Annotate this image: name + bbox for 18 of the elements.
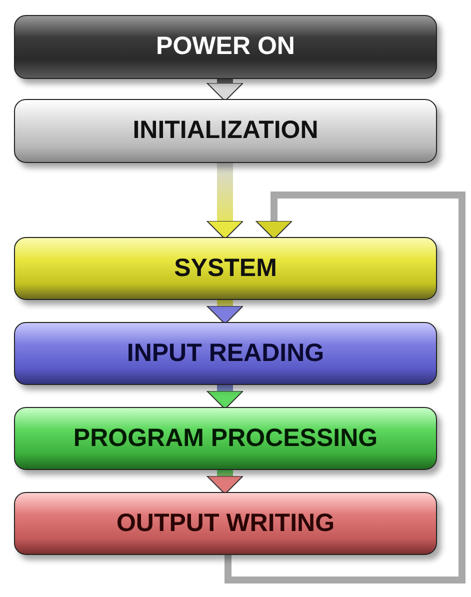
flow-arrow xyxy=(206,385,244,410)
flow-arrow xyxy=(206,300,244,324)
process-bar xyxy=(14,15,437,79)
process-bar xyxy=(14,492,437,555)
step-label: INPUT READING xyxy=(126,338,324,369)
step-label: INITIALIZATION xyxy=(132,115,318,146)
flow-arrow xyxy=(206,470,244,494)
flow-arrow xyxy=(206,163,244,240)
step-label: SYSTEM xyxy=(174,252,277,284)
process-bar xyxy=(14,237,437,300)
step-label: OUTPUT WRITING xyxy=(116,508,335,539)
feedback-arrow xyxy=(224,192,466,584)
process-bar xyxy=(14,322,437,385)
step-label: PROGRAM PROCESSING xyxy=(73,422,378,454)
step-label: POWER ON xyxy=(156,31,295,62)
process-bar xyxy=(14,99,437,163)
process-bar xyxy=(14,407,437,470)
flow-arrow xyxy=(206,79,244,102)
